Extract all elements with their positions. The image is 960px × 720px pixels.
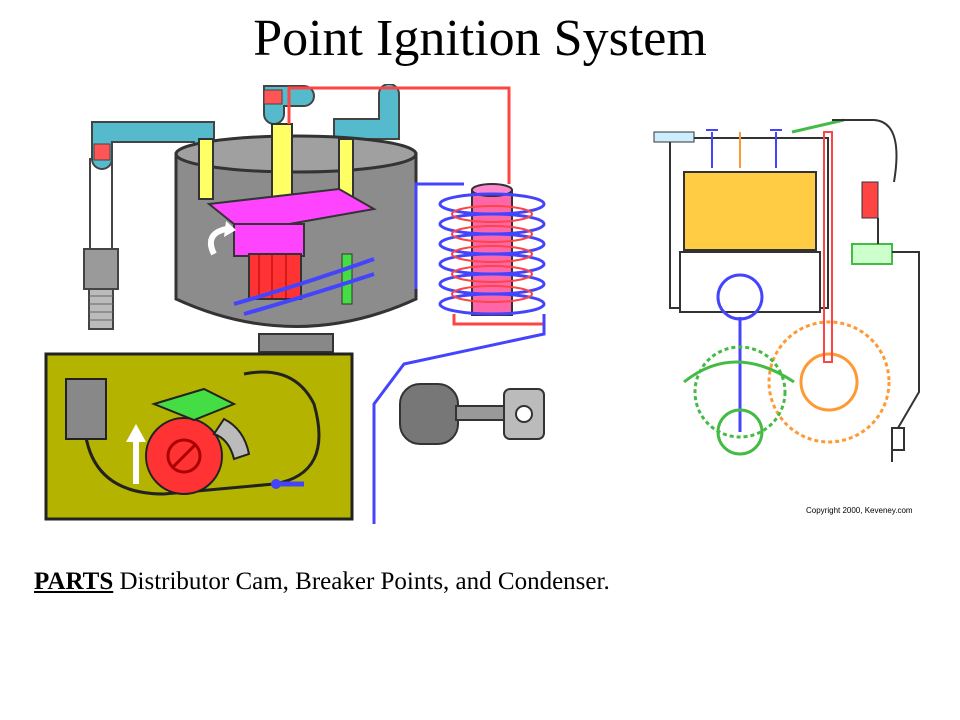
distributor-diagram: [44, 84, 546, 524]
breaker-points-panel: [44, 352, 354, 521]
caption-text: Distributor Cam, Breaker Points, and Con…: [113, 568, 610, 595]
cap-wires: [91, 84, 400, 170]
cylinder: [653, 131, 829, 313]
copyright-text: Copyright 2000, Keveney.com: [806, 506, 913, 515]
page-title: Point Ignition System: [253, 10, 707, 67]
spark-plug: [83, 158, 119, 330]
wiring: [287, 86, 546, 524]
engine-diagram: [653, 118, 920, 462]
caption: PARTS Distributor Cam, Breaker Points, a…: [34, 568, 610, 596]
ignition-coil: [438, 183, 546, 316]
ignition-key: [399, 383, 545, 445]
gears: [693, 320, 891, 444]
caption-lead: PARTS: [34, 568, 114, 595]
valves: [706, 129, 782, 168]
distributor-shaft: [791, 118, 905, 451]
circuit-wire: [832, 119, 920, 462]
distributor-body: [174, 123, 418, 353]
